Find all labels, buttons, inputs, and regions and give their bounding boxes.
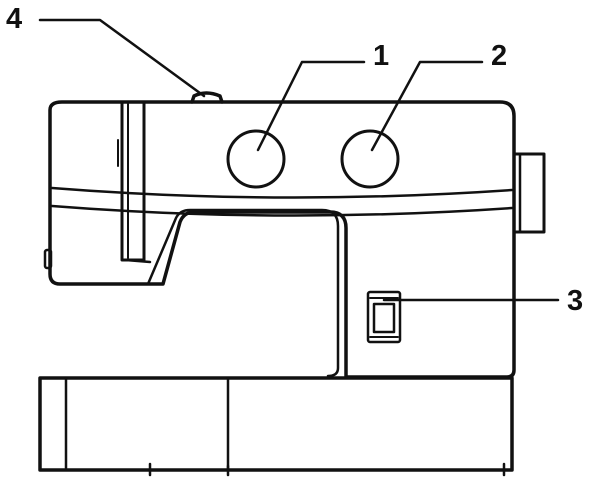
callout-label-1: 1 [373, 40, 390, 72]
leader-line-2 [370, 60, 484, 152]
handwheel-side [512, 152, 546, 234]
callout-label-3: 3 [567, 285, 584, 317]
power-switch-rocker [372, 302, 396, 334]
leader-lines [38, 18, 560, 302]
leader-line-1 [256, 60, 366, 152]
callout-label-4: 4 [6, 3, 23, 35]
handwheel [190, 91, 224, 104]
machine-base [38, 376, 514, 472]
sewing-machine-drawing [38, 91, 546, 477]
needle-bar [120, 100, 146, 262]
presser-foot [124, 258, 152, 264]
power-switch [366, 290, 402, 344]
right-dial [340, 129, 400, 189]
callout-label-2: 2 [491, 40, 508, 72]
side-knob [43, 248, 53, 270]
machine-head-body [48, 100, 516, 379]
leader-line-4 [38, 18, 206, 98]
machine-band-lower [50, 204, 514, 217]
left-dial [226, 129, 286, 189]
machine-band-upper [50, 186, 514, 199]
